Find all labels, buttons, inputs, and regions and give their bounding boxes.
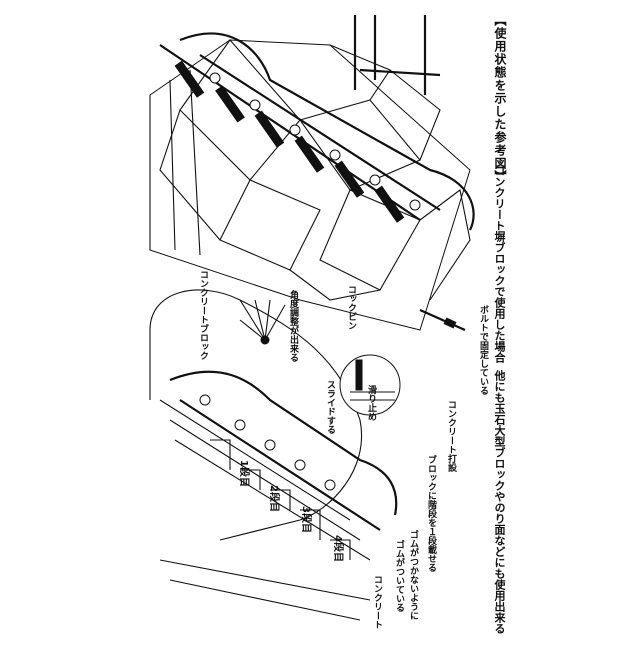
label-rubber-slip2: ゴムがついている [394,540,403,612]
bolt [420,310,465,330]
label-slide: スライドする [325,380,334,434]
label-step-2: 2段目 [268,485,278,512]
label-step-4: 4段目 [332,535,342,562]
heading: 【使用状態を示した参考図】 [494,14,506,183]
label-angle-adjust: 角度調整が出来る [288,290,297,362]
caption-other-surfaces: 他にも玉石大型ブロックやのり面などにも使用出来る [494,370,505,634]
label-concrete-fixed: コンクリート打設 [446,400,455,472]
angle-adjust-fan [240,300,285,344]
label-concrete-block: コンクリートブロック [198,270,207,360]
label-one-step: ブロックに階段を１段載せる [426,455,435,572]
label-bolt-fixed: ボルトで固定している [478,305,487,395]
label-concrete-bottom: コンクリート [372,575,381,629]
label-step-3: 3段目 [300,506,310,533]
caption-block-wall: コンクリート塀ブロックで使用した場合 [494,165,505,363]
label-step-1: 1段目 [238,460,248,487]
label-rubber-slip: ゴムがつかないように [408,530,417,620]
label-concrete-pin: コックピン [346,285,355,330]
label-slip-stop: 滑り止め [366,385,375,421]
